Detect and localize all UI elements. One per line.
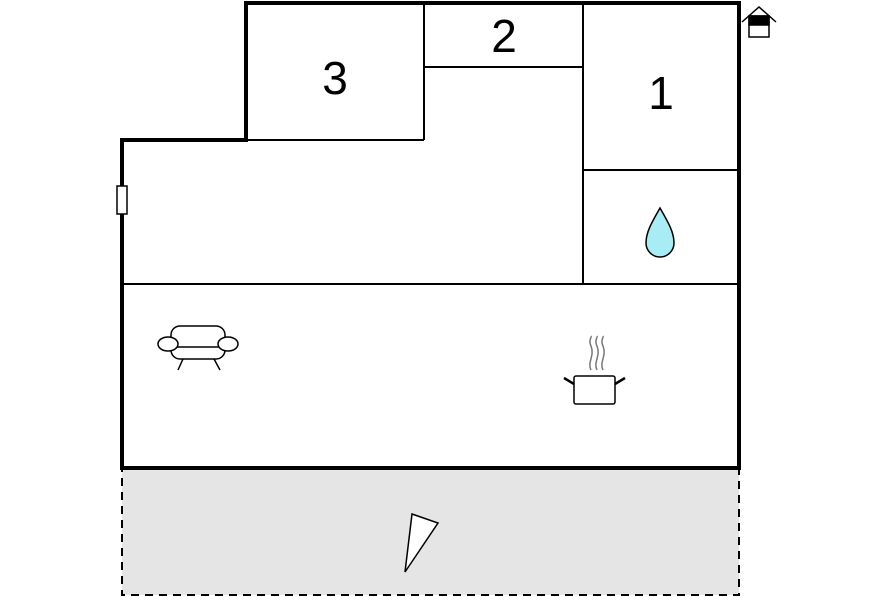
room-label-3: 3 (322, 52, 348, 104)
interior-walls (122, 3, 739, 285)
room-label-2: 2 (491, 10, 517, 62)
water-drop-icon (645, 206, 675, 258)
cooking-pot-icon (563, 335, 626, 405)
sun-umbrella-icon (404, 512, 440, 573)
sofa-icon (157, 325, 239, 371)
house-entrance-icon (741, 5, 777, 38)
room-label-1: 1 (648, 67, 674, 119)
window (116, 185, 128, 215)
